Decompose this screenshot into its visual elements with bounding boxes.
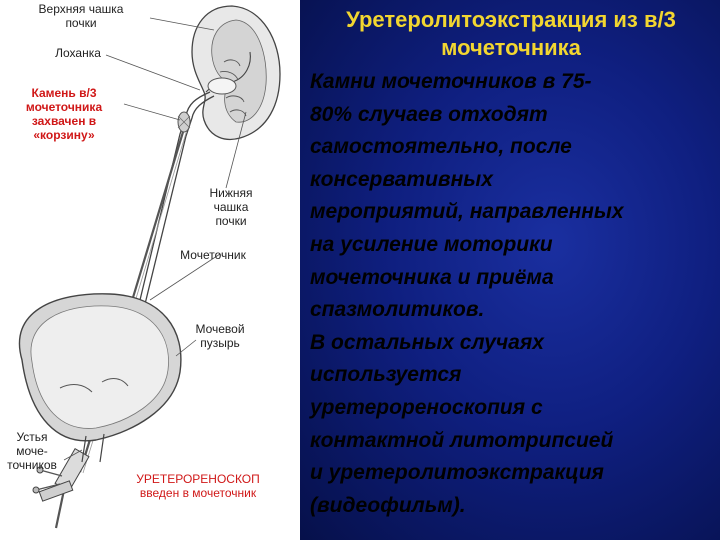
text-panel bbox=[300, 0, 720, 540]
label-lower-calyx-line1: Нижняя bbox=[209, 186, 253, 200]
label-pelvis: Лоханка bbox=[55, 46, 101, 60]
body-line: консервативных bbox=[310, 167, 493, 191]
label-bladder: Мочевой пузырь bbox=[180, 322, 260, 350]
label-upper-calyx-line2: почки bbox=[65, 16, 97, 30]
ureter-drawing bbox=[119, 91, 215, 373]
slide-title-line2: мочеточника bbox=[441, 35, 581, 60]
slide-title-line1: Уретеролитоэкстракция из в/3 bbox=[346, 7, 676, 32]
label-ureteroscope-line2: введен в мочеточник bbox=[139, 486, 257, 500]
body-line: В остальных случаях bbox=[310, 330, 544, 354]
label-ureter: Мочеточник bbox=[180, 248, 246, 262]
urinary-tract-illustration bbox=[18, 5, 281, 529]
body-line: и уретеролитоэкстракция bbox=[310, 461, 604, 485]
body-line: (видеофильм). bbox=[310, 493, 466, 517]
label-lower-calyx: Нижняя чашка почки bbox=[196, 186, 266, 228]
kidney-drawing bbox=[191, 5, 281, 141]
label-stone-line1: Камень в/3 bbox=[31, 86, 97, 100]
body-line: самостоятельно, после bbox=[310, 135, 572, 159]
label-lower-calyx-line3: почки bbox=[215, 214, 247, 228]
label-stone-line3: захвачен в bbox=[31, 114, 97, 128]
body-line: уретерореноскопия с bbox=[310, 395, 543, 419]
body-line: контактной литотрипсией bbox=[310, 428, 614, 452]
label-bladder-line1: Мочевой bbox=[195, 322, 245, 336]
body-line: Камни мочеточников в 75- bbox=[310, 70, 592, 93]
body-line: 80% случаев отходят bbox=[310, 102, 548, 126]
label-upper-calyx-line1: Верхняя чашка bbox=[38, 2, 124, 16]
label-stone-line4: «корзину» bbox=[33, 128, 95, 142]
body-line: мочеточника и приёма bbox=[310, 265, 554, 289]
label-bladder-line2: пузырь bbox=[200, 336, 240, 350]
body-line: на усиление моторики bbox=[310, 232, 553, 256]
label-lower-calyx-line2: чашка bbox=[213, 200, 249, 214]
label-orifices-line1: Устья bbox=[16, 430, 48, 444]
label-orifices-line2: моче- bbox=[16, 444, 48, 458]
leader-lines bbox=[63, 17, 247, 461]
body-line: мероприятий, направленных bbox=[310, 200, 624, 224]
anatomy-illustration-panel: Верхняя чашка почки Лоханка Камень в/3 м… bbox=[0, 0, 300, 540]
label-ureteroscope-line1: УРЕТЕРОРЕНОСКОП bbox=[136, 472, 260, 486]
label-orifices: Устья моче- точников bbox=[0, 430, 64, 472]
bladder-drawing bbox=[18, 293, 182, 463]
slide-title: Уретеролитоэкстракция из в/3 мочеточника bbox=[304, 6, 718, 62]
label-stone: Камень в/3 мочеточника захвачен в «корзи… bbox=[2, 86, 126, 142]
slide-body-text: Камни мочеточников в 75- 80% случаев отх… bbox=[310, 66, 718, 522]
body-line: используется bbox=[310, 363, 462, 387]
label-upper-calyx: Верхняя чашка почки bbox=[6, 2, 156, 30]
label-orifices-line3: точников bbox=[7, 458, 57, 472]
label-ureteroscope: УРЕТЕРОРЕНОСКОП введен в мочеточник bbox=[108, 472, 288, 500]
body-line: спазмолитиков. bbox=[310, 298, 485, 322]
label-stone-line2: мочеточника bbox=[25, 100, 103, 114]
